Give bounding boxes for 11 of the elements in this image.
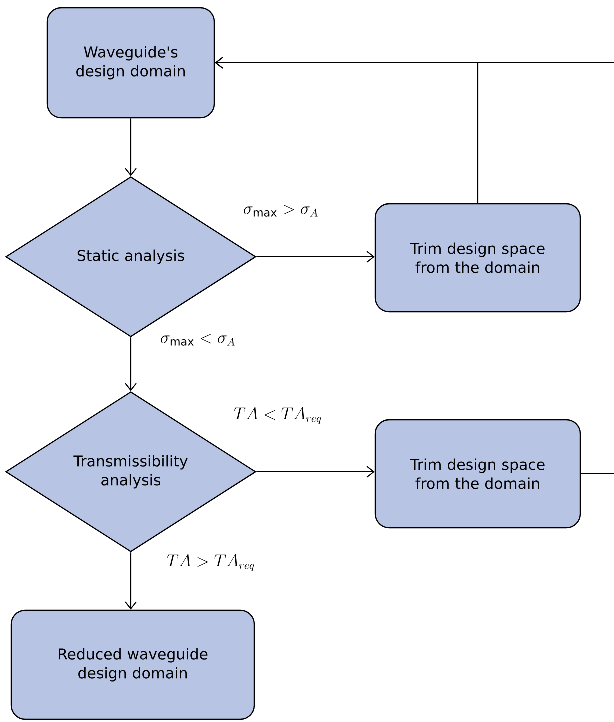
edge-label: $TA > TA_{req}$ xyxy=(164,552,258,574)
arrow xyxy=(215,57,614,475)
process-box: Reduced waveguide design domain xyxy=(10,610,256,720)
arrow xyxy=(125,338,137,392)
arrow xyxy=(256,466,375,478)
arrow xyxy=(125,118,137,176)
arrow xyxy=(256,251,375,263)
arrow xyxy=(125,552,137,610)
process-box: Trim design space from the domain xyxy=(374,203,582,313)
process-box: Trim design space from the domain xyxy=(374,419,582,529)
process-box: Waveguide's design domain xyxy=(46,7,216,119)
